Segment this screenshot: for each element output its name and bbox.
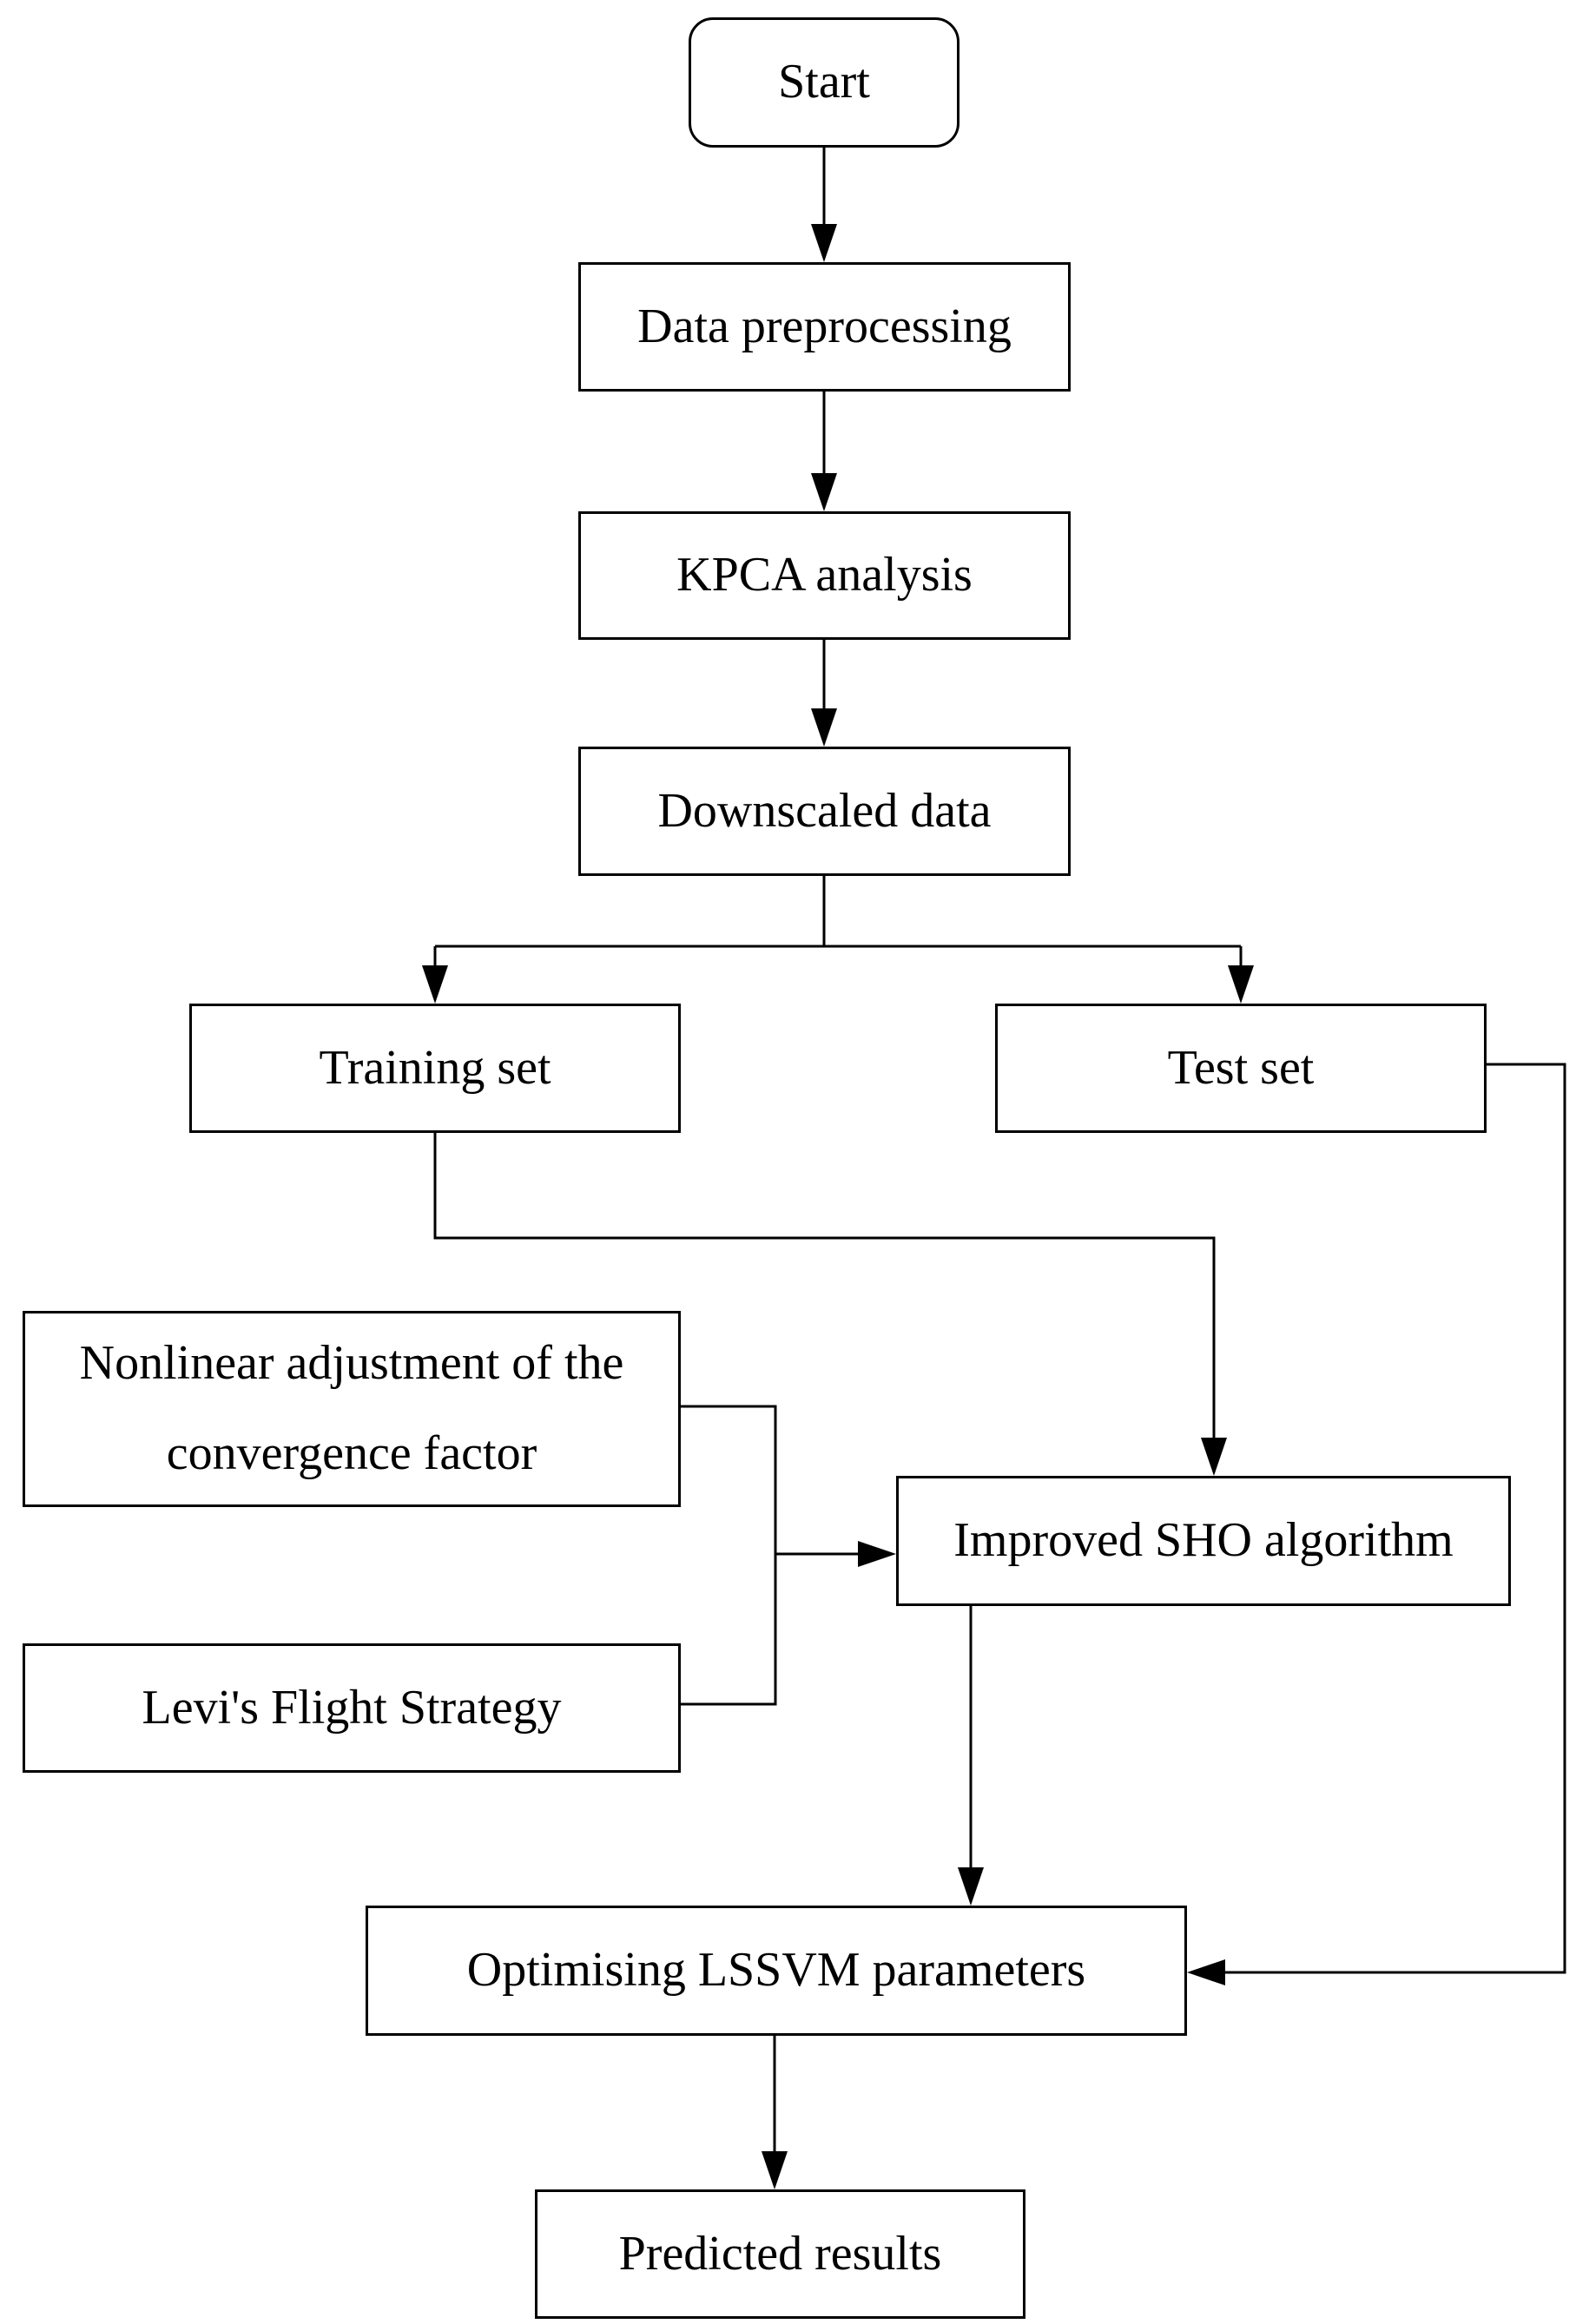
edge-downscaled-split bbox=[433, 876, 1243, 967]
node-training-set: Training set bbox=[189, 1004, 681, 1133]
node-nonlinear-adjustment-line1: Nonlinear adjustment of the bbox=[79, 1336, 624, 1391]
arrowhead-start-to-preprocess bbox=[811, 224, 837, 262]
arrowhead-optimising-to-predicted bbox=[762, 2151, 788, 2189]
node-training-set-label: Training set bbox=[319, 1040, 551, 1095]
arrowhead-preprocess-to-kpca bbox=[811, 473, 837, 511]
node-test-set-label: Test set bbox=[1167, 1040, 1315, 1095]
edge-test-to-optimising bbox=[1223, 1063, 1566, 1974]
node-data-preprocessing-label: Data preprocessing bbox=[637, 299, 1012, 353]
node-levis-flight-strategy: Levi's Flight Strategy bbox=[23, 1643, 681, 1773]
node-nonlinear-adjustment-line2: convergence factor bbox=[166, 1426, 537, 1480]
node-downscaled-data: Downscaled data bbox=[578, 747, 1071, 876]
node-optimising-lssvm-parameters-label: Optimising LSSVM parameters bbox=[466, 1943, 1086, 1998]
node-improved-sho-algorithm-label: Improved SHO algorithm bbox=[953, 1513, 1454, 1568]
node-nonlinear-adjustment-text: Nonlinear adjustment of the convergence … bbox=[80, 1319, 624, 1498]
arrowhead-test-to-optimising bbox=[1187, 1959, 1225, 1985]
node-kpca-analysis: KPCA analysis bbox=[578, 511, 1071, 640]
node-improved-sho-algorithm: Improved SHO algorithm bbox=[896, 1476, 1511, 1606]
edge-strategies-to-improved bbox=[681, 1405, 860, 1706]
node-optimising-lssvm-parameters: Optimising LSSVM parameters bbox=[366, 1906, 1187, 2036]
node-test-set: Test set bbox=[995, 1004, 1487, 1133]
arrowhead-strategies-to-improved bbox=[858, 1541, 896, 1567]
arrowhead-improved-to-optimising bbox=[958, 1867, 984, 1906]
node-predicted-results-label: Predicted results bbox=[618, 2226, 942, 2281]
node-nonlinear-adjustment: Nonlinear adjustment of the convergence … bbox=[23, 1311, 681, 1507]
node-downscaled-data-label: Downscaled data bbox=[657, 783, 992, 838]
arrowhead-downscaled-to-test bbox=[1228, 965, 1254, 1004]
edge-training-to-improved bbox=[433, 1133, 1216, 1439]
arrowhead-kpca-to-downscaled bbox=[811, 708, 837, 747]
node-start-label: Start bbox=[778, 55, 870, 109]
arrowhead-downscaled-to-training bbox=[422, 965, 448, 1004]
node-start: Start bbox=[689, 17, 959, 148]
node-levis-flight-strategy-label: Levi's Flight Strategy bbox=[142, 1680, 562, 1735]
node-predicted-results: Predicted results bbox=[535, 2189, 1025, 2319]
arrowhead-training-to-improved bbox=[1201, 1438, 1227, 1476]
node-kpca-analysis-label: KPCA analysis bbox=[676, 548, 973, 602]
node-data-preprocessing: Data preprocessing bbox=[578, 262, 1071, 392]
